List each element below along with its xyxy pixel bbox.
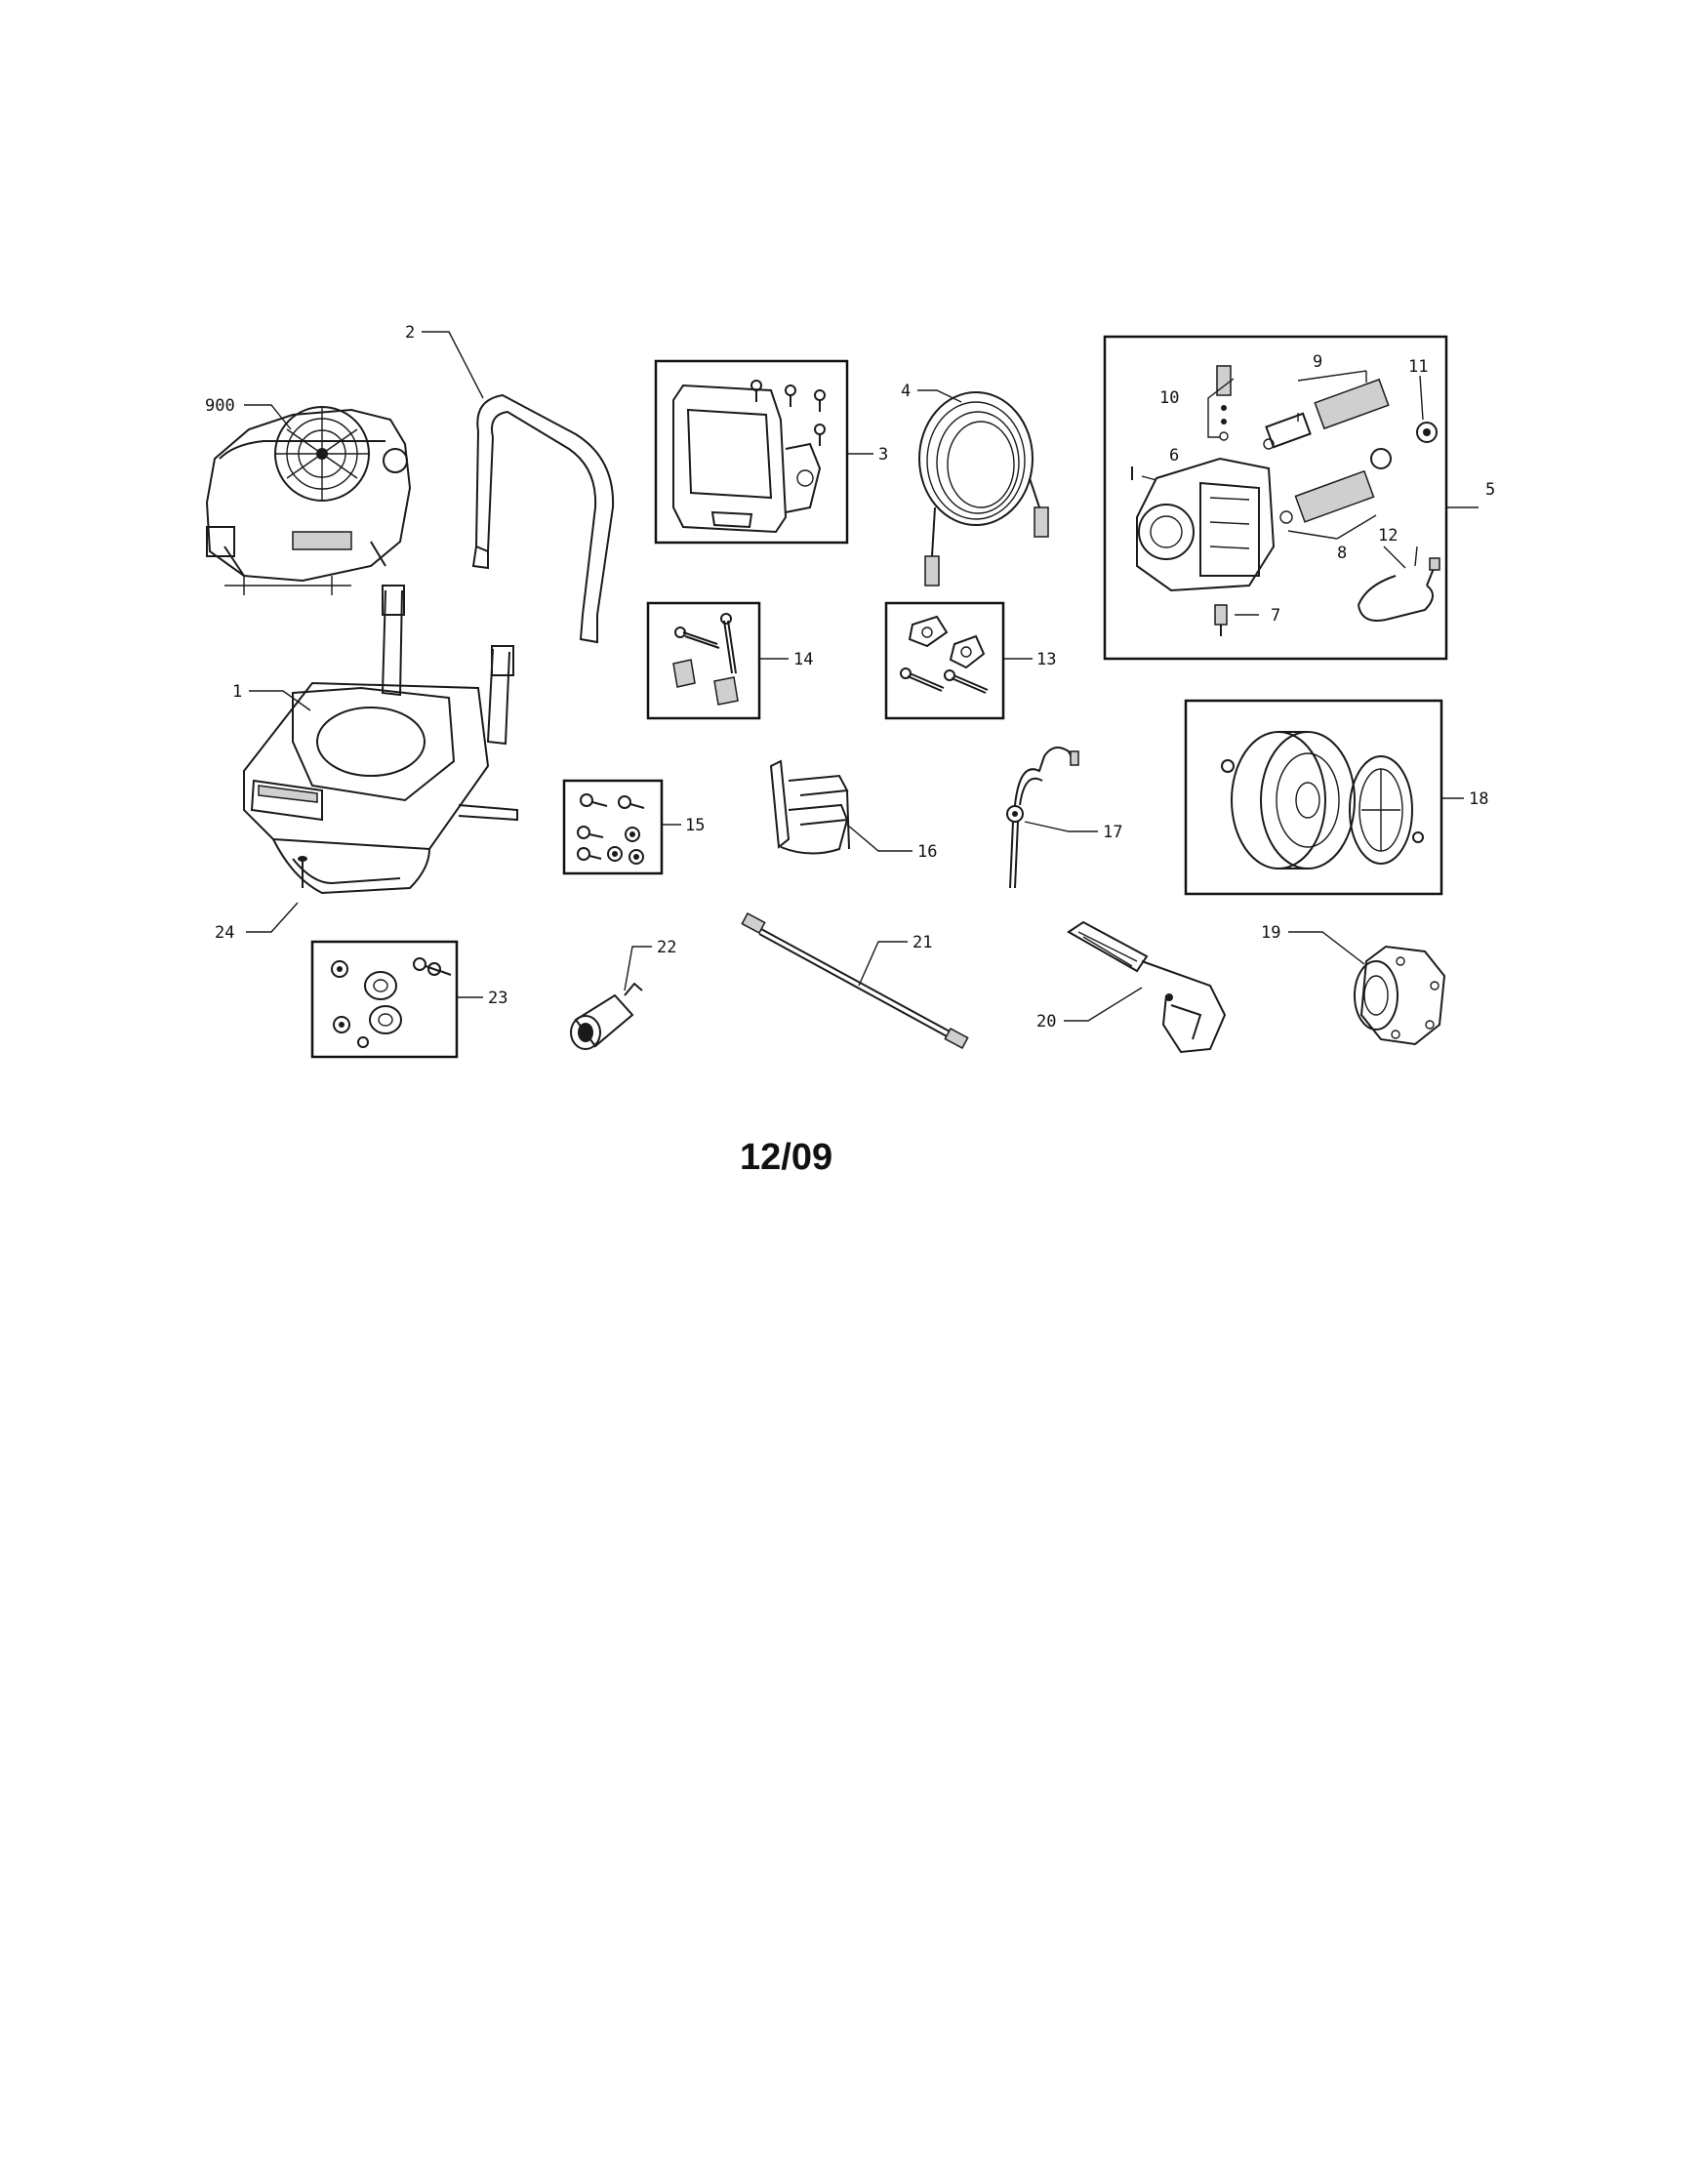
callout-18: 18 (1469, 789, 1488, 809)
callout-22: 22 (657, 938, 676, 957)
part-handle (471, 393, 615, 644)
part-bracket (769, 759, 850, 855)
part-hose (918, 391, 1049, 586)
callout-23: 23 (488, 989, 507, 1008)
part-kit-13 (884, 601, 1005, 720)
callout-5: 5 (1485, 480, 1495, 500)
callout-labels: 900 2 3 4 5 6 7 8 9 10 11 12 13 14 15 16… (205, 323, 1495, 1031)
part-screw (298, 856, 307, 888)
callout-6: 6 (1169, 446, 1179, 465)
callout-13: 13 (1036, 650, 1056, 669)
part-spray-gun (1067, 920, 1227, 1054)
callout-7: 7 (1271, 606, 1280, 626)
part-pump-assembly (1103, 335, 1479, 661)
callout-900: 900 (205, 396, 235, 416)
callout-24: 24 (215, 923, 234, 943)
part-chemical-tube (1006, 747, 1079, 889)
callout-21: 21 (912, 933, 932, 952)
callout-16: 16 (917, 842, 937, 862)
callout-4: 4 (901, 382, 911, 401)
callout-9: 9 (1313, 352, 1322, 372)
callout-17: 17 (1103, 823, 1122, 842)
callout-12: 12 (1378, 526, 1398, 546)
date-code: 12/09 (740, 1137, 832, 1178)
callout-15: 15 (685, 816, 705, 835)
callout-14: 14 (793, 650, 813, 669)
part-wheel (1184, 699, 1443, 896)
part-kit-14 (646, 601, 761, 720)
callout-10: 10 (1159, 388, 1179, 408)
callout-1: 1 (232, 682, 242, 702)
part-kit-15 (562, 779, 664, 875)
part-kit-23 (310, 940, 459, 1059)
leader-lines (244, 331, 1464, 1022)
part-hub (1354, 945, 1446, 1046)
part-frame (243, 585, 518, 895)
callout-3: 3 (878, 445, 888, 465)
callout-11: 11 (1408, 357, 1428, 377)
callout-2: 2 (405, 323, 415, 343)
part-engine (205, 406, 412, 595)
part-nozzle (570, 982, 643, 1050)
part-wand (741, 911, 969, 1050)
part-pump-housing (654, 359, 849, 545)
callout-8: 8 (1337, 544, 1347, 563)
callout-20: 20 (1036, 1012, 1056, 1031)
callout-19: 19 (1261, 923, 1280, 943)
